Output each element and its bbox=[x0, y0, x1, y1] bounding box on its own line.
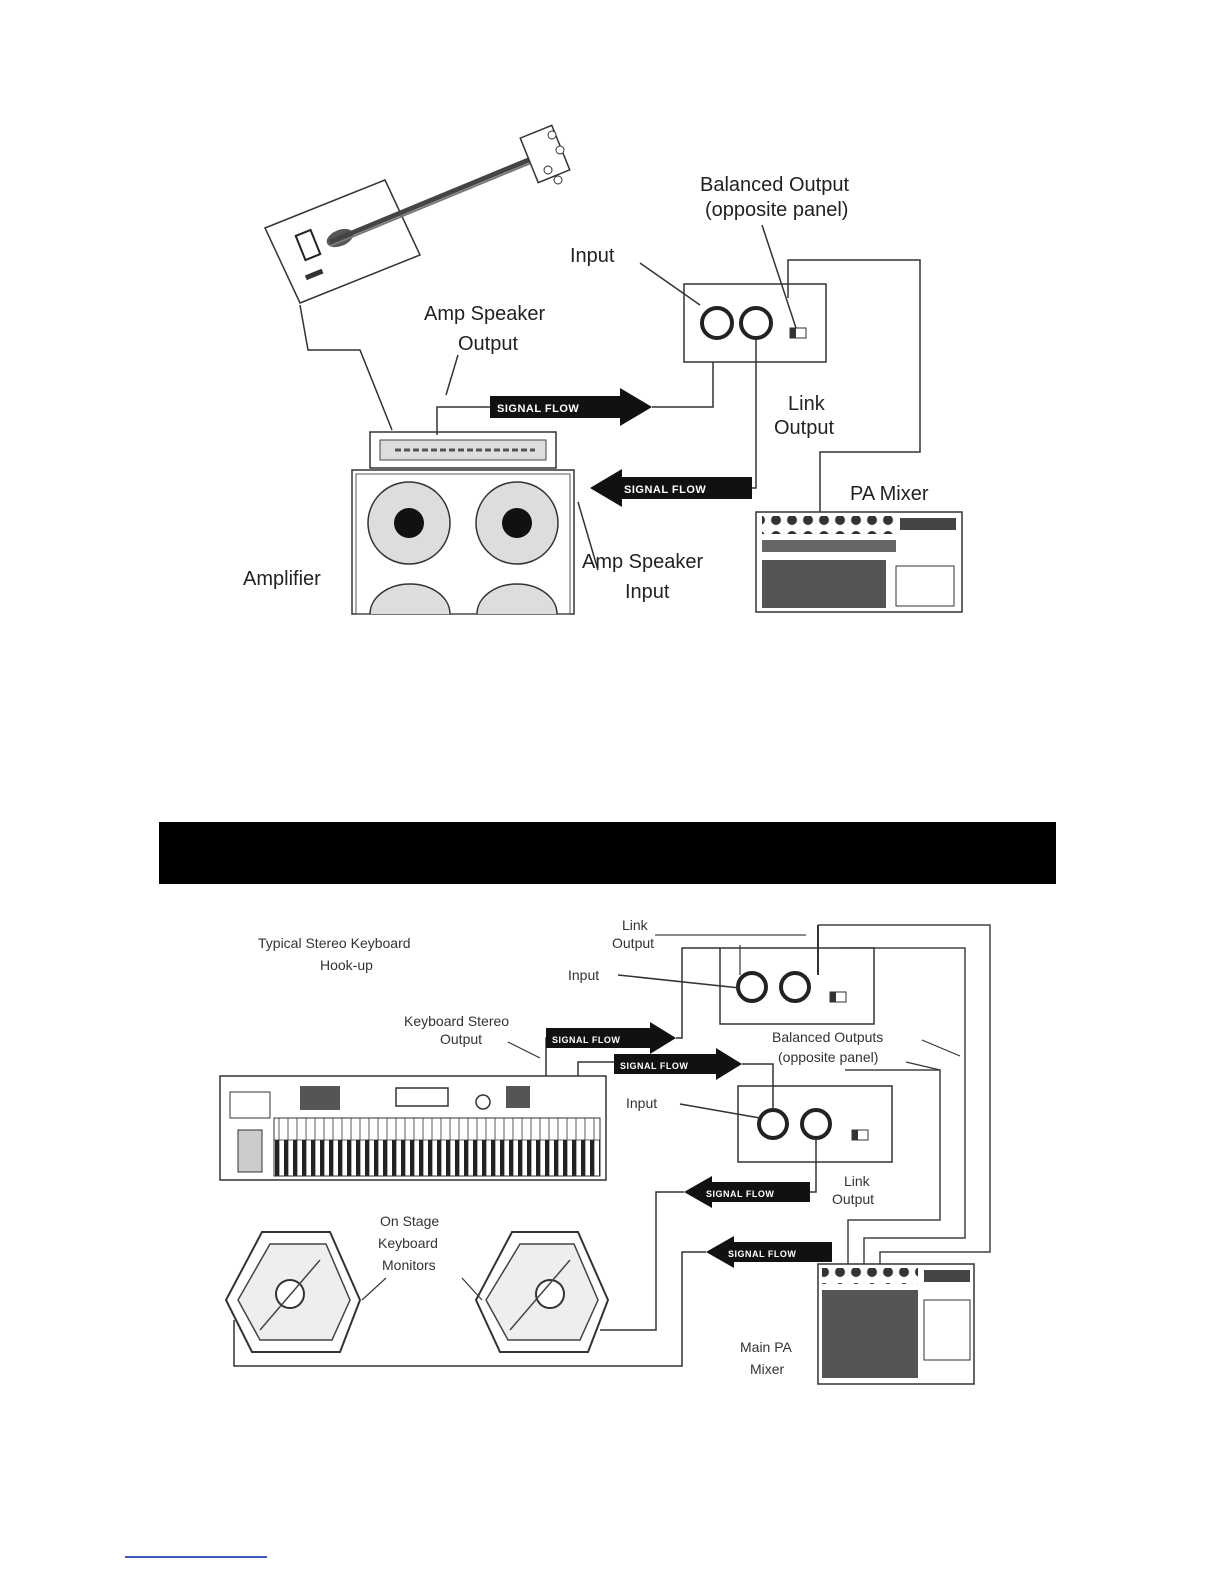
label-title-sub: Hook-up bbox=[320, 957, 373, 973]
signal-flow-arrow: SIGNAL FLOW bbox=[684, 1176, 810, 1208]
label-balanced-output: Balanced Output bbox=[700, 174, 849, 196]
signal-flow-arrow: SIGNAL FLOW bbox=[490, 388, 652, 426]
label-input-top: Input bbox=[568, 967, 599, 983]
label-amp-speaker-output: Amp Speaker bbox=[424, 303, 546, 325]
speaker-cabinet bbox=[351, 469, 575, 615]
label-title: Typical Stereo Keyboard bbox=[258, 935, 411, 951]
label-link-output-top-sub: Output bbox=[612, 935, 654, 951]
main-pa-mixer bbox=[817, 1263, 975, 1385]
amp-head bbox=[369, 431, 557, 469]
label-main-pa-sub: Mixer bbox=[750, 1361, 785, 1377]
speaker-panel-upper bbox=[719, 947, 875, 1025]
section-header-bar bbox=[159, 822, 1056, 884]
svg-text:SIGNAL FLOW: SIGNAL FLOW bbox=[552, 1035, 620, 1045]
speaker-panel-lower bbox=[737, 1085, 893, 1163]
stage-monitor-left bbox=[224, 1231, 362, 1353]
label-main-pa: Main PA bbox=[740, 1339, 793, 1355]
bass-guitar bbox=[263, 124, 571, 304]
label-amp-speaker-input-sub: Input bbox=[625, 581, 670, 603]
svg-text:SIGNAL FLOW: SIGNAL FLOW bbox=[728, 1249, 796, 1259]
label-keyboard-output-sub: Output bbox=[440, 1031, 482, 1047]
top-diagram: SIGNAL FLOW SIGNAL FLOW bbox=[243, 124, 963, 615]
svg-text:SIGNAL FLOW: SIGNAL FLOW bbox=[706, 1189, 774, 1199]
label-link-output-bottom: Link bbox=[844, 1173, 871, 1189]
label-link-output-sub: Output bbox=[774, 417, 834, 439]
label-input: Input bbox=[570, 245, 615, 267]
pa-mixer bbox=[755, 511, 963, 613]
svg-text:SIGNAL FLOW: SIGNAL FLOW bbox=[620, 1061, 688, 1071]
label-input-bottom: Input bbox=[626, 1095, 657, 1111]
powered-speaker-panel bbox=[683, 283, 827, 363]
label-pa-mixer: PA Mixer bbox=[850, 483, 929, 505]
signal-flow-arrow: SIGNAL FLOW bbox=[590, 469, 752, 507]
label-keyboard-output: Keyboard Stereo bbox=[404, 1013, 509, 1029]
label-monitors: On Stage bbox=[380, 1213, 439, 1229]
signal-flow-arrow: SIGNAL FLOW bbox=[546, 1022, 676, 1054]
top-labels: Balanced Output (opposite panel) Input A… bbox=[243, 174, 929, 603]
signal-flow-arrow: SIGNAL FLOW bbox=[706, 1236, 832, 1268]
label-balanced-outputs-sub: (opposite panel) bbox=[778, 1049, 878, 1065]
label-amp-speaker-output-sub: Output bbox=[458, 333, 518, 355]
label-amp-speaker-input: Amp Speaker bbox=[582, 551, 704, 573]
keyboard bbox=[219, 1075, 607, 1181]
label-monitors-2: Keyboard bbox=[378, 1235, 438, 1251]
svg-text:SIGNAL FLOW: SIGNAL FLOW bbox=[624, 484, 706, 496]
stage-monitor-right bbox=[474, 1231, 610, 1353]
signal-flow-arrow: SIGNAL FLOW bbox=[614, 1048, 742, 1080]
label-balanced-output-sub: (opposite panel) bbox=[705, 199, 848, 221]
label-amplifier: Amplifier bbox=[243, 568, 321, 590]
label-link-output-top: Link bbox=[622, 917, 649, 933]
bottom-diagram: SIGNAL FLOW SIGNAL FLOW SIGNAL FLOW SIGN… bbox=[219, 917, 991, 1385]
label-link-output: Link bbox=[788, 393, 826, 415]
bottom-labels: Typical Stereo Keyboard Hook-up Link Out… bbox=[258, 917, 883, 1377]
label-monitors-3: Monitors bbox=[382, 1257, 436, 1273]
label-balanced-outputs: Balanced Outputs bbox=[772, 1029, 883, 1045]
label-link-output-bottom-sub: Output bbox=[832, 1191, 874, 1207]
svg-text:SIGNAL FLOW: SIGNAL FLOW bbox=[497, 403, 579, 415]
footer-link-rule bbox=[125, 1556, 267, 1558]
